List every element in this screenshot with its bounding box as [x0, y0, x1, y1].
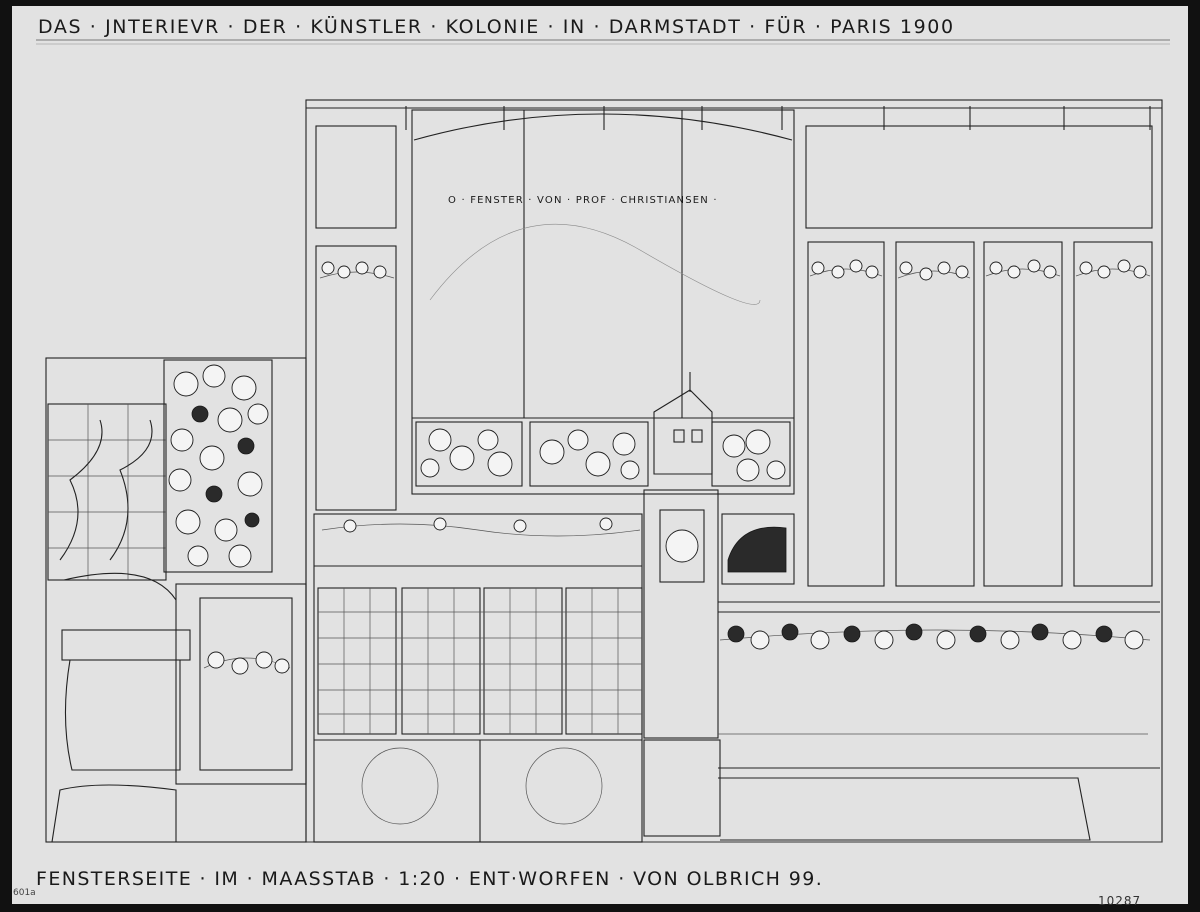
tall-clock: [643, 372, 721, 837]
drawing-title: DAS · JNTERIEVR · DER · KÜNSTLER · KOLON…: [38, 16, 955, 38]
inventory-number: 10287: [1098, 894, 1142, 908]
tiled-stove: [45, 357, 307, 843]
bench-frieze: [718, 601, 1160, 841]
window-ornament-band: [415, 421, 791, 487]
window-christiansen: [405, 106, 795, 495]
flower-column: [163, 359, 307, 785]
picture-frame: [721, 513, 795, 585]
shelf-mark: 601a: [13, 888, 36, 898]
rose-friezes: [319, 259, 1151, 281]
left-panels: [315, 125, 397, 511]
window-annotation: O · FENSTER · VON · PROF · CHRISTIANSEN …: [448, 195, 718, 206]
glass-cabinet: [313, 513, 643, 843]
drawing-caption: FENSTERSEITE · IM · MAASSTAB · 1:20 · EN…: [36, 868, 824, 890]
right-panels: [805, 106, 1153, 587]
